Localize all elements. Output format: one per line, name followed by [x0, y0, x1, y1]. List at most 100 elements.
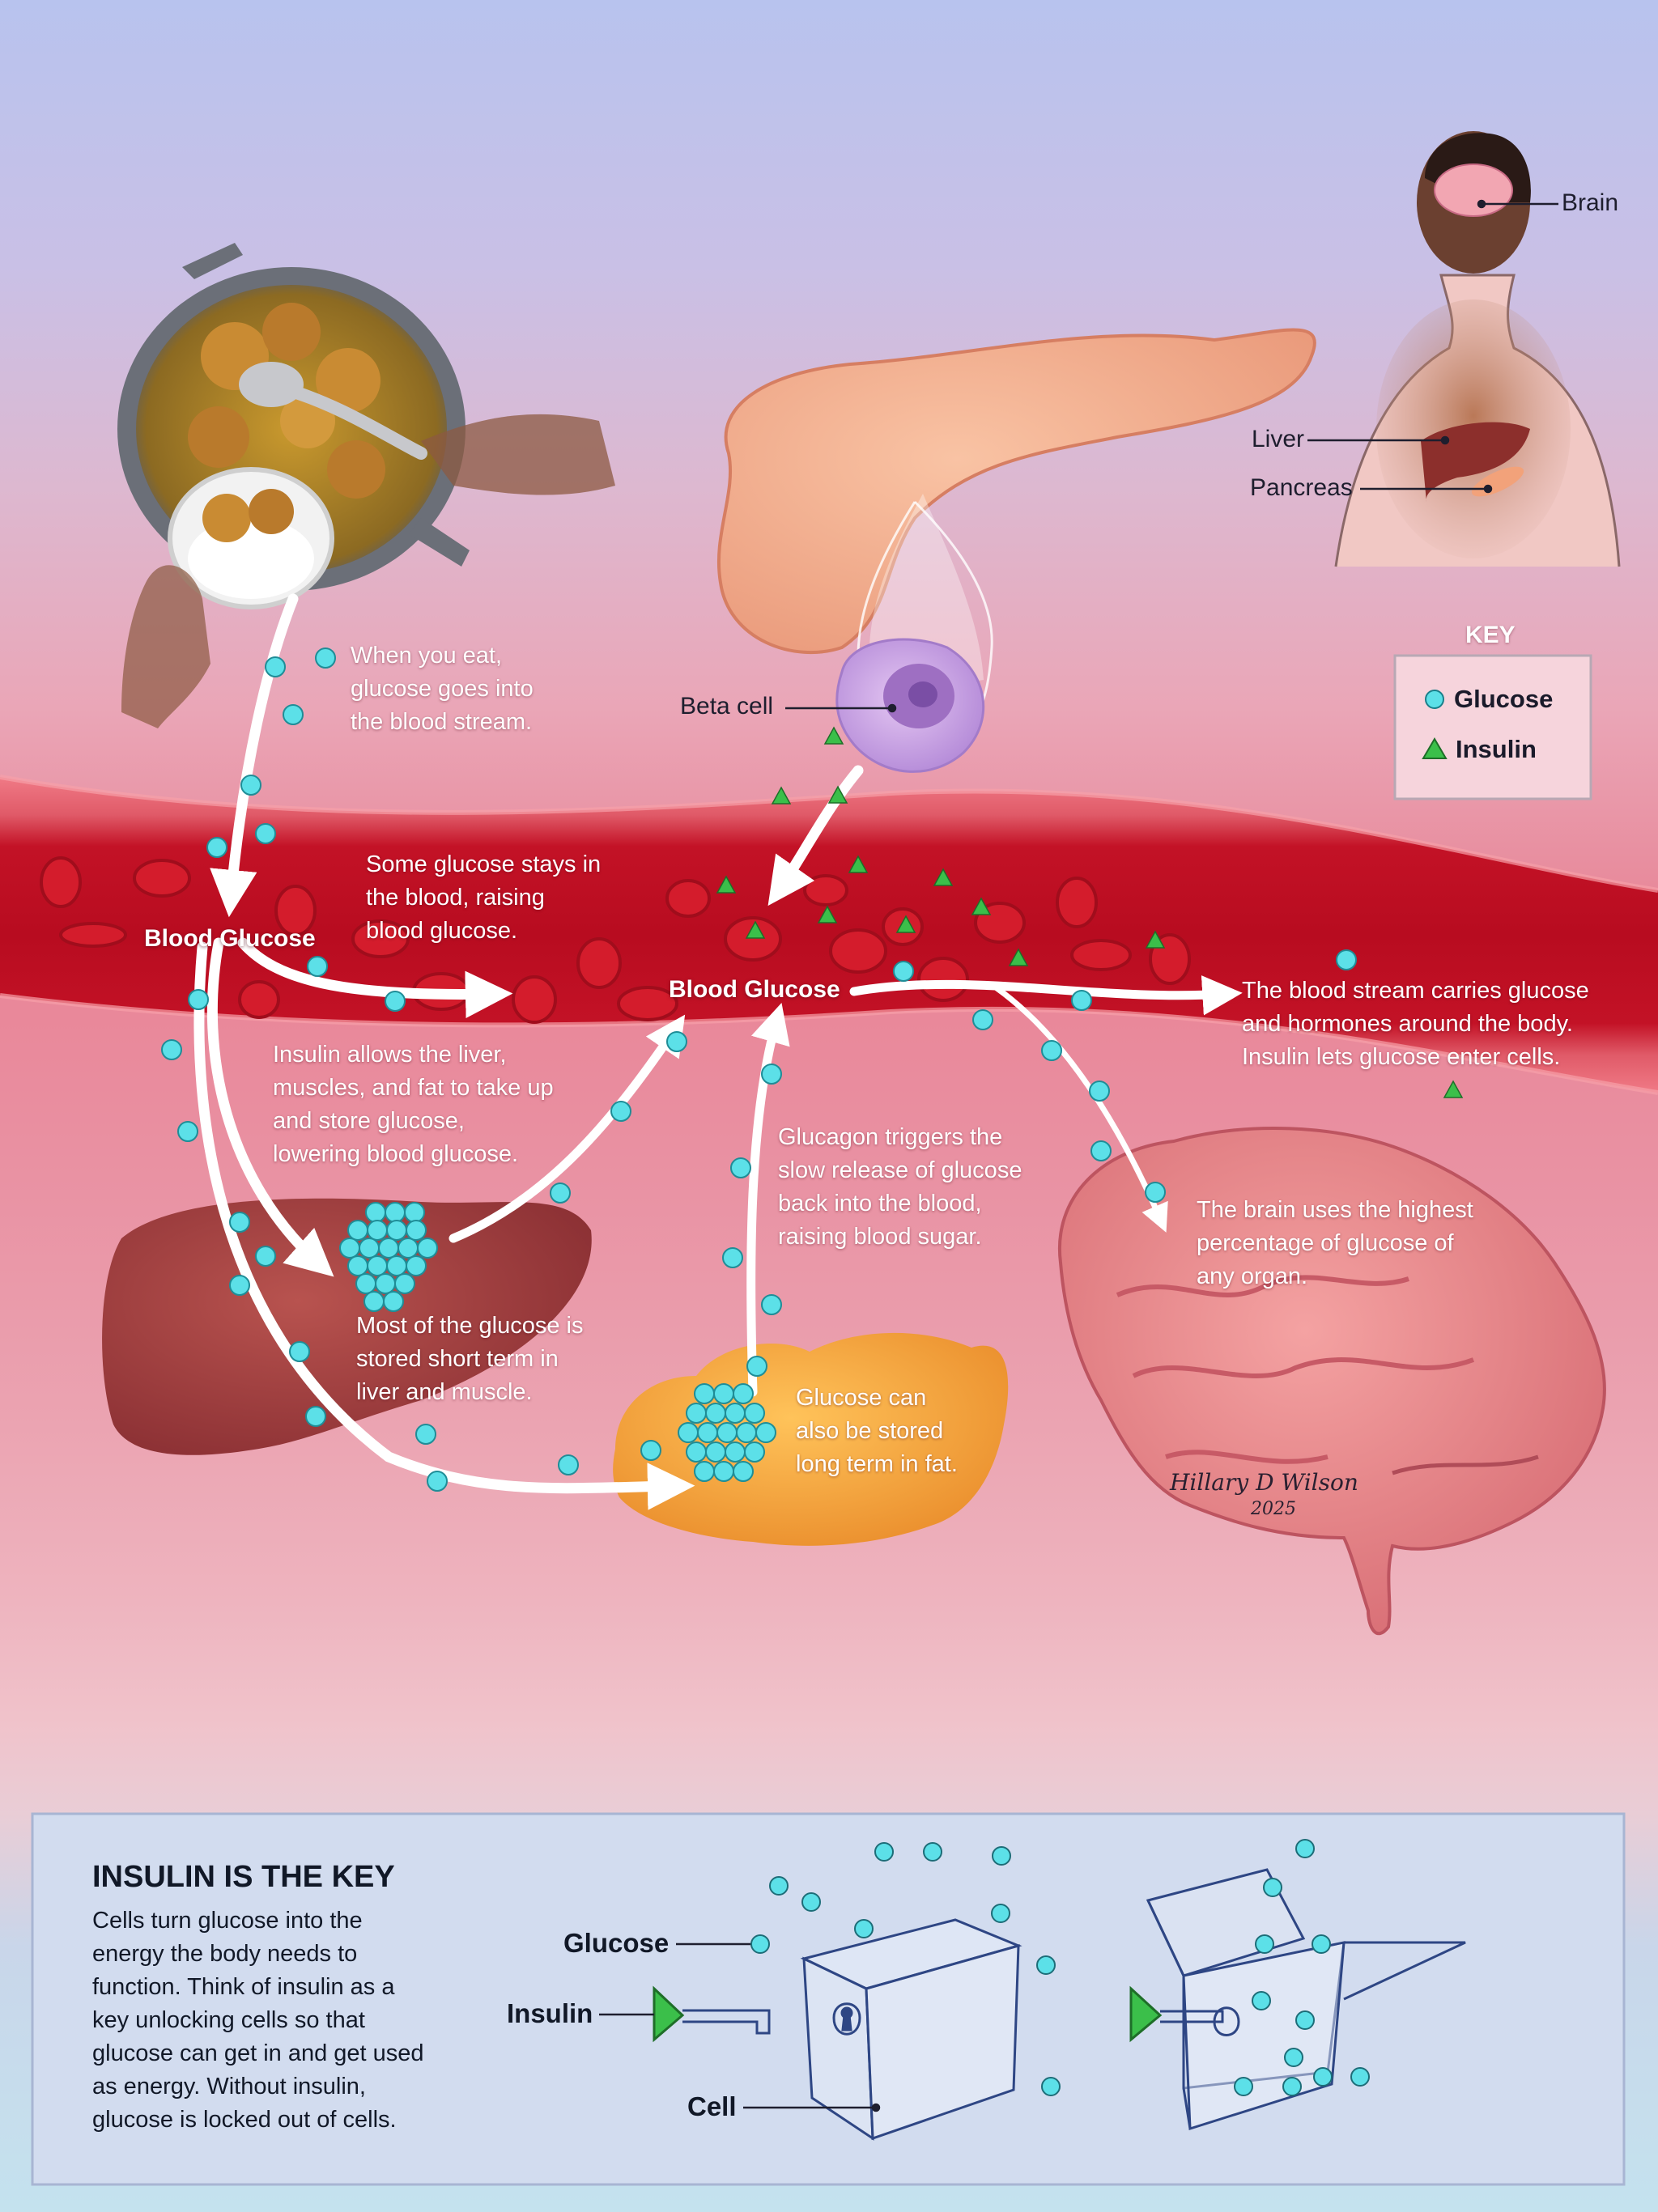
- glucose-dot: [1313, 2067, 1333, 2087]
- glucose-dot: [347, 1220, 368, 1241]
- glucose-cluster-liver: [339, 1202, 438, 1312]
- key-box: [1393, 654, 1592, 800]
- glucose-dot: [406, 1255, 427, 1276]
- meal-pot-illustration: [117, 243, 615, 728]
- glucose-dot: [972, 1009, 993, 1030]
- glucose-dot: [750, 1934, 770, 1954]
- blood-glucose-label-center: Blood Glucose: [669, 976, 840, 1003]
- glucose-dot: [415, 1424, 436, 1445]
- pancreas-illustration: [716, 328, 1316, 773]
- panel-label-insulin: Insulin: [507, 1998, 593, 2028]
- glucose-dot: [769, 1876, 789, 1896]
- insulin-triangle: [771, 786, 792, 805]
- blood-vessel: [0, 775, 1658, 1095]
- glucose-dot: [385, 991, 406, 1012]
- glucose-dot: [404, 1202, 425, 1223]
- glucose-dot: [694, 1461, 715, 1482]
- glucose-dot: [686, 1441, 707, 1463]
- blood-glucose-label-left: Blood Glucose: [144, 925, 316, 952]
- glucose-dot: [640, 1440, 661, 1461]
- glucose-dot: [255, 823, 276, 844]
- glucose-dot: [666, 1031, 687, 1052]
- insulin-triangle: [745, 920, 766, 939]
- glucose-dot: [289, 1341, 310, 1362]
- glucose-dot: [229, 1212, 250, 1233]
- glucose-dot: [705, 1403, 726, 1424]
- panel-glucose-dots: [750, 1839, 1370, 2096]
- caption-glucagon: Glucagon triggers the slow release of gl…: [778, 1124, 1022, 1250]
- glucose-dot: [730, 1157, 751, 1178]
- glucose-dot: [1284, 2048, 1303, 2067]
- glucose-dot: [177, 1121, 198, 1142]
- key-label-insulin: Insulin: [1456, 735, 1537, 763]
- body-leader-lines: [785, 199, 1558, 713]
- glucose-dot: [755, 1422, 776, 1443]
- caption-blood-stream-carries: The blood stream carries glucose and hor…: [1242, 978, 1589, 1070]
- glucose-dot: [1041, 2077, 1061, 2096]
- glucose-dot: [383, 1291, 404, 1312]
- glucose-dot: [713, 1461, 734, 1482]
- glucose-dot: [1145, 1182, 1166, 1203]
- glucose-dot: [722, 1247, 743, 1268]
- glucose-dot: [229, 1275, 250, 1296]
- fat-tissue-illustration: [613, 1332, 1009, 1546]
- artist-signature-year: 2025: [1251, 1499, 1296, 1519]
- glucose-dot: [359, 1238, 380, 1259]
- glucose-dot: [992, 1846, 1011, 1866]
- glucose-dot: [725, 1403, 746, 1424]
- glucose-dot: [686, 1403, 707, 1424]
- glucose-dot: [1090, 1140, 1112, 1161]
- insulin-triangles: [716, 726, 1464, 1098]
- insulin-triangle: [817, 905, 838, 923]
- glucose-dot: [417, 1238, 438, 1259]
- insulin-triangle: [1008, 948, 1029, 966]
- insulin-triangle: [1145, 930, 1166, 949]
- glucose-dot: [610, 1101, 631, 1122]
- body-label-brain: Brain: [1562, 189, 1619, 216]
- glucose-dot: [307, 956, 328, 977]
- glucose-dot: [397, 1238, 419, 1259]
- glucose-dot: [1089, 1081, 1110, 1102]
- glucose-dot: [365, 1202, 386, 1223]
- panel-label-cell: Cell: [687, 2091, 737, 2121]
- glucose-dot: [705, 1441, 726, 1463]
- glucose-dot: [363, 1291, 385, 1312]
- glucose-dot: [1255, 1934, 1274, 1954]
- glucose-dot: [694, 1383, 715, 1404]
- glucose-dot: [386, 1220, 407, 1241]
- caption-when-you-eat: When you eat, glucose goes into the bloo…: [351, 643, 534, 735]
- glucose-dot: [1295, 1839, 1315, 1858]
- insulin-triangle: [971, 897, 992, 915]
- glucose-dot: [874, 1842, 894, 1862]
- glucose-dot: [206, 837, 227, 858]
- glucose-dots: [161, 647, 1357, 1492]
- glucose-dot: [1282, 2077, 1302, 2096]
- caption-brain-uses: The brain uses the highest percentage of…: [1197, 1197, 1473, 1289]
- insulin-triangle: [895, 915, 916, 933]
- glucose-dot: [893, 961, 914, 982]
- glucose-dot: [265, 656, 286, 677]
- glucose-dot: [386, 1255, 407, 1276]
- glucose-dot: [733, 1461, 754, 1482]
- glucose-dot: [725, 1441, 746, 1463]
- glucose-dot: [1350, 2067, 1370, 2087]
- panel-leader-lines: [599, 1942, 881, 2112]
- glucose-dot: [375, 1273, 396, 1294]
- glucose-dot: [315, 647, 336, 669]
- glucose-dot: [355, 1273, 376, 1294]
- glucose-dot: [854, 1919, 874, 1938]
- body-label-pancreas: Pancreas: [1250, 474, 1353, 501]
- insulin-triangle: [823, 726, 844, 745]
- glucose-dot: [761, 1064, 782, 1085]
- glucose-dot: [427, 1471, 448, 1492]
- glucose-flow-arrows: [193, 593, 1243, 1510]
- insulin-triangle: [1443, 1080, 1464, 1098]
- panel-title: INSULIN IS THE KEY: [92, 1860, 395, 1894]
- glucose-dot: [746, 1356, 767, 1377]
- glucose-dot: [1071, 990, 1092, 1011]
- glucose-dot: [367, 1255, 388, 1276]
- glucose-dot: [697, 1422, 718, 1443]
- glucose-dot: [923, 1842, 942, 1862]
- key-title: KEY: [1465, 622, 1516, 648]
- key-glucose-icon: [1425, 690, 1444, 709]
